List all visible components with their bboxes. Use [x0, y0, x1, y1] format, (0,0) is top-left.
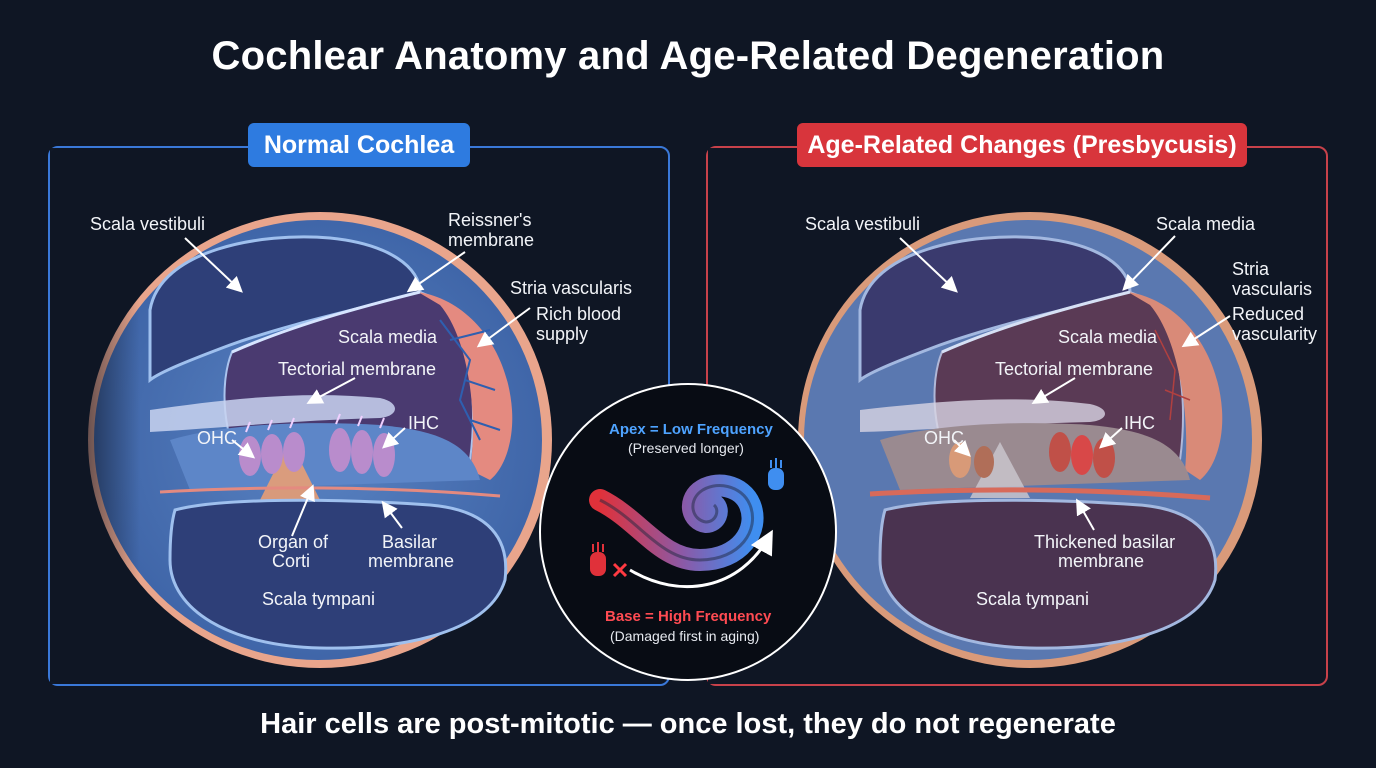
damaged-hair-cell-icon: [590, 542, 606, 576]
label-ohc: OHC: [197, 428, 237, 448]
label-aged-scala-vestibuli: Scala vestibuli: [805, 214, 921, 234]
label-aged-scala-media: Scala media: [1058, 327, 1158, 347]
label-tectorial-membrane: Tectorial membrane: [278, 359, 437, 379]
label-rich-blood-2: supply: [536, 324, 589, 344]
label-stria-vascularis: Stria vascularis: [510, 278, 633, 298]
label-scala-media: Scala media: [338, 327, 438, 347]
label-aged-scala-tympani: Scala tympani: [976, 589, 1090, 609]
apex-label: Apex = Low Frequency: [609, 421, 773, 438]
normal-cochlea-heading: Normal Cochlea: [248, 123, 470, 167]
normal-cochlea-cross-section: [50, 148, 552, 684]
label-rich-blood-1: Rich blood: [536, 304, 622, 324]
label-ihc: IHC: [408, 413, 439, 433]
label-thickened-basilar-2: membrane: [1058, 551, 1145, 571]
tonotopy-circle: [539, 383, 837, 681]
apex-note: (Preserved longer): [628, 440, 744, 456]
label-reissners-1: Reissner's: [448, 210, 532, 230]
label-aged-ihc: IHC: [1124, 413, 1155, 433]
label-organ-of-corti-1: Organ of: [258, 532, 329, 552]
label-reduced-vascularity-2: vascularity: [1232, 324, 1318, 344]
label-scala-tympani: Scala tympani: [262, 589, 376, 609]
label-reissners-2: membrane: [448, 230, 535, 250]
label-aged-scala-media-top: Scala media: [1156, 214, 1256, 234]
label-basilar-1: Basilar: [382, 532, 438, 552]
lost-x-icon: [612, 562, 628, 578]
label-scala-vestibuli: Scala vestibuli: [90, 214, 206, 234]
base-note: (Damaged first in aging): [610, 628, 760, 644]
page-title: Cochlear Anatomy and Age-Related Degener…: [211, 34, 1165, 78]
label-thickened-basilar-1: Thickened basilar: [1034, 532, 1176, 552]
normal-hair-cells: [239, 413, 395, 477]
low-frequency-hair-cell-icon: [768, 458, 784, 490]
aged-cochlea-heading: Age-Related Changes (Presbycusis): [797, 123, 1247, 167]
label-reduced-vascularity-1: Reduced: [1232, 304, 1305, 324]
label-organ-of-corti-2: Corti: [272, 551, 311, 571]
base-label: Base = High Frequency: [605, 608, 772, 625]
footer-statement: Hair cells are post-mitotic — once lost,…: [260, 708, 1116, 740]
label-aged-tectorial-membrane: Tectorial membrane: [995, 359, 1154, 379]
label-basilar-2: membrane: [368, 551, 455, 571]
label-aged-stria-2: vascularis: [1232, 279, 1313, 299]
label-aged-ohc: OHC: [924, 428, 964, 448]
label-aged-stria-1: Stria: [1232, 259, 1270, 279]
